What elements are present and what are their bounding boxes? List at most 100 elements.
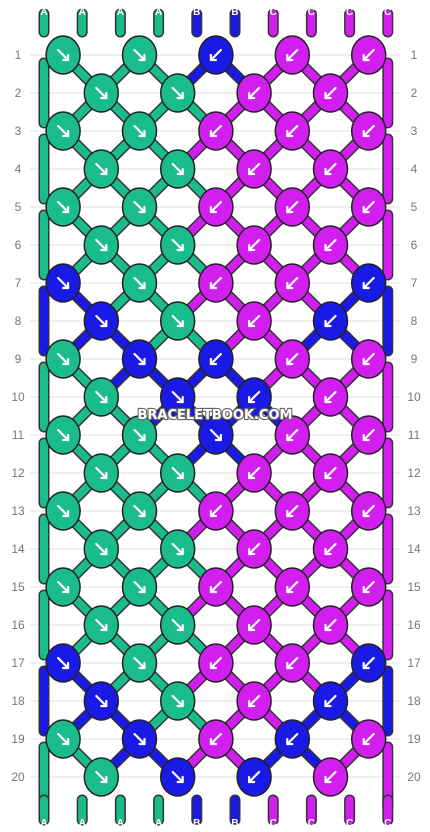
arrow-head <box>248 167 256 176</box>
knot <box>350 339 387 379</box>
arrow-head <box>362 53 370 62</box>
backward-arrow-icon <box>362 124 375 138</box>
arrow-head <box>176 167 184 176</box>
row-label-left: 11 <box>12 428 25 442</box>
knot <box>121 415 158 455</box>
forward-arrow-icon <box>133 656 146 670</box>
knot <box>121 491 158 531</box>
backward-arrow-icon <box>248 770 261 784</box>
row-label-left: 2 <box>15 86 22 100</box>
arrow-head <box>61 433 70 442</box>
knot <box>198 567 234 607</box>
backward-arrow-icon <box>324 770 337 784</box>
arrow-head <box>100 699 108 708</box>
arrow-head <box>138 129 146 138</box>
arrow-head <box>176 91 184 100</box>
knot <box>350 567 387 607</box>
forward-arrow-icon <box>95 694 108 708</box>
forward-arrow-icon <box>171 86 184 100</box>
knot <box>312 605 349 645</box>
forward-arrow-icon <box>171 466 184 480</box>
arrow-head <box>324 547 332 556</box>
arrow-head <box>248 243 256 252</box>
forward-arrow-icon <box>171 770 184 784</box>
strand-letter: A <box>155 818 162 829</box>
row-label-right: 7 <box>411 276 418 290</box>
backward-arrow-icon <box>286 656 299 670</box>
knot <box>83 453 120 493</box>
forward-arrow-icon <box>209 428 222 442</box>
backward-arrow-icon <box>248 694 261 708</box>
forward-arrow-icon <box>133 276 146 290</box>
arrow-head <box>100 547 108 556</box>
row-label-right: 10 <box>407 390 421 404</box>
knot <box>83 529 120 569</box>
row-label-right: 2 <box>411 86 418 100</box>
row-label-left: 6 <box>15 238 22 252</box>
strand-letter: C <box>384 7 391 18</box>
knot <box>312 301 349 341</box>
arrow-head <box>61 585 70 594</box>
backward-arrow-icon <box>286 732 299 746</box>
knot <box>198 415 234 455</box>
forward-arrow-icon <box>56 200 70 214</box>
knot <box>121 187 158 227</box>
knot <box>350 111 387 151</box>
row-label-right: 17 <box>407 656 421 670</box>
row-label-left: 3 <box>15 124 22 138</box>
arrow-head <box>362 205 370 214</box>
arrow-head <box>138 509 146 518</box>
row-label-right: 6 <box>411 238 418 252</box>
backward-arrow-icon <box>324 618 337 632</box>
forward-arrow-icon <box>133 504 146 518</box>
knot <box>350 643 387 683</box>
backward-arrow-icon <box>209 276 222 290</box>
knot <box>121 643 158 683</box>
arrow-head <box>248 91 256 100</box>
knot <box>83 757 120 797</box>
arrow-head <box>324 91 332 100</box>
knot <box>45 263 81 303</box>
knot <box>83 225 120 265</box>
arrow-head <box>209 585 217 594</box>
forward-arrow-icon <box>56 48 70 62</box>
backward-arrow-icon <box>209 656 222 670</box>
knot <box>45 643 81 683</box>
knot <box>159 757 196 797</box>
row-label-right: 18 <box>407 694 421 708</box>
row-label-left: 13 <box>11 504 25 518</box>
forward-arrow-icon <box>56 124 70 138</box>
arrow-head <box>61 509 70 518</box>
knot-grid <box>45 35 387 797</box>
knot <box>45 719 81 759</box>
knot <box>83 301 120 341</box>
forward-arrow-icon <box>171 542 184 556</box>
arrow-head <box>248 699 256 708</box>
arrow-head <box>324 775 332 784</box>
arrow-head <box>176 699 184 708</box>
strand-letter: B <box>231 7 238 18</box>
row-label-right: 9 <box>411 352 418 366</box>
row-label-left: 20 <box>11 770 25 784</box>
knot <box>159 681 196 721</box>
knot <box>198 491 234 531</box>
arrow-head <box>100 471 108 480</box>
arrow-head <box>286 433 294 442</box>
knot <box>312 73 349 113</box>
strand-letter: A <box>79 7 86 18</box>
arrow-head <box>176 775 184 784</box>
knot <box>350 719 387 759</box>
knot <box>198 643 234 683</box>
arrow-head <box>100 623 108 632</box>
arrow-head <box>176 395 184 404</box>
strand-letter: A <box>40 7 47 18</box>
arrow-head <box>286 585 294 594</box>
forward-arrow-icon <box>133 580 146 594</box>
arrow-head <box>324 319 332 328</box>
knot <box>274 339 311 379</box>
backward-arrow-icon <box>362 200 375 214</box>
knot <box>236 681 272 721</box>
arrow-head <box>138 585 146 594</box>
forward-arrow-icon <box>133 732 146 746</box>
